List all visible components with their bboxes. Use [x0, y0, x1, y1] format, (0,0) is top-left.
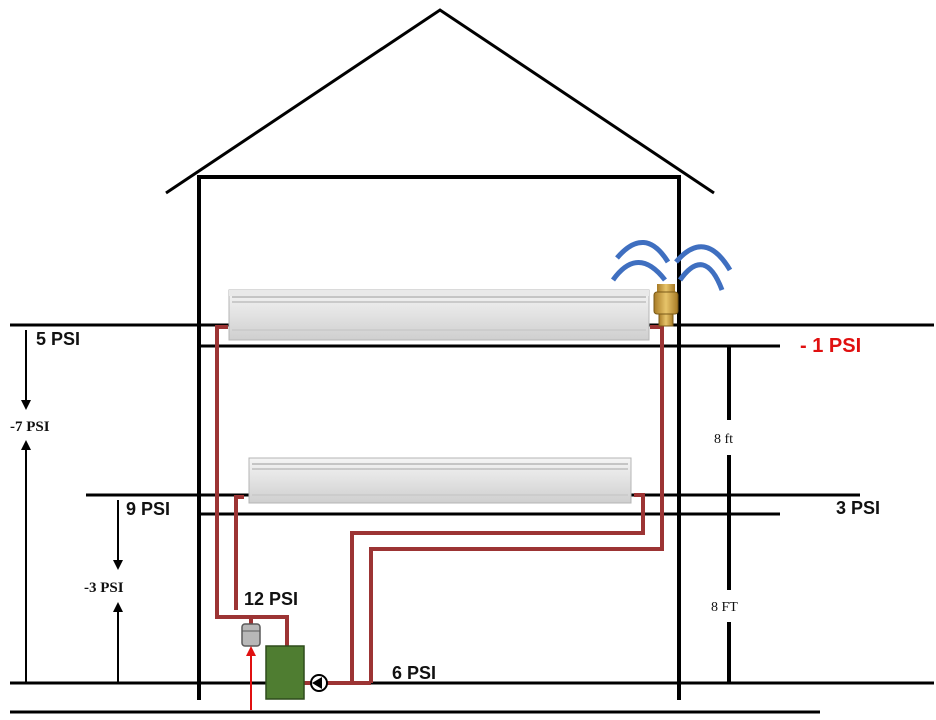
- upper-pressure-drop-arrows: [21, 330, 31, 683]
- upper-height-label: 8 ft: [714, 432, 733, 447]
- roof-outline: [165, 8, 715, 195]
- boiler-pressure-label: 12 PSI: [244, 589, 298, 609]
- middle-baseboard-heater: [248, 457, 632, 504]
- vent-pressure-label: - 1 PSI: [800, 335, 861, 357]
- middle-floor-pressure-label: 9 PSI: [126, 499, 170, 519]
- piping: [215, 325, 664, 685]
- expansion-tank-icon: [241, 623, 261, 647]
- middle-drop-label: -3 PSI: [84, 580, 124, 596]
- circulator-pump-icon: [310, 674, 328, 692]
- middle-pressure-drop-arrows: [113, 500, 123, 683]
- fill-water-arrow: [246, 646, 256, 710]
- upper-drop-label: -7 PSI: [10, 419, 50, 435]
- middle-right-pressure-label: 3 PSI: [836, 498, 880, 518]
- upper-baseboard-heater: [228, 289, 650, 341]
- air-vent-icon: [610, 240, 733, 327]
- lower-height-label: 8 FT: [711, 600, 738, 615]
- pump-pressure-label: 6 PSI: [392, 663, 436, 683]
- boiler-icon: [265, 645, 305, 700]
- upper-floor-pressure-label: 5 PSI: [36, 329, 80, 349]
